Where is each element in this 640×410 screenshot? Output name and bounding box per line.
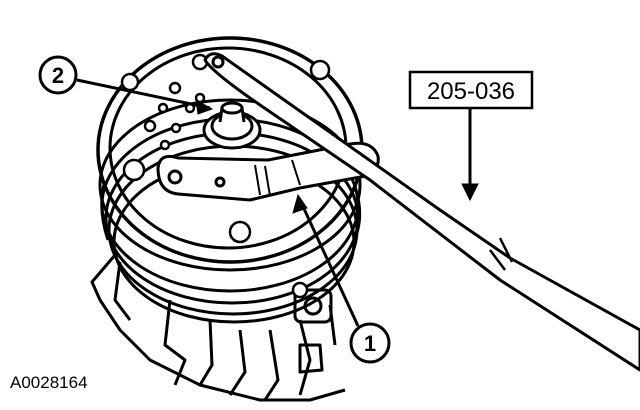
callout-1-circle [349, 322, 391, 364]
callout-2-circle [38, 55, 78, 95]
figure-id: A0028164 [10, 373, 88, 392]
compressor-body [90, 254, 346, 402]
callout-1-leader [298, 199, 360, 327]
center-shaft-nut [202, 101, 262, 150]
tool-label-arrowhead [461, 183, 479, 202]
callout-1-label: 1 [364, 331, 376, 356]
callout-2-label: 2 [52, 63, 64, 88]
tool-label-box: 205-036 [408, 70, 534, 202]
callout-2-leader [76, 78, 211, 110]
callout-1-arrowhead [292, 193, 308, 214]
hub-holes [120, 53, 331, 299]
tool-205-036-wrench [203, 52, 640, 372]
tool-label: 205-036 [427, 78, 515, 105]
callout-2-arrowhead [195, 99, 214, 115]
callout-1: 1 [292, 193, 391, 364]
callout-2: 2 [38, 55, 214, 115]
